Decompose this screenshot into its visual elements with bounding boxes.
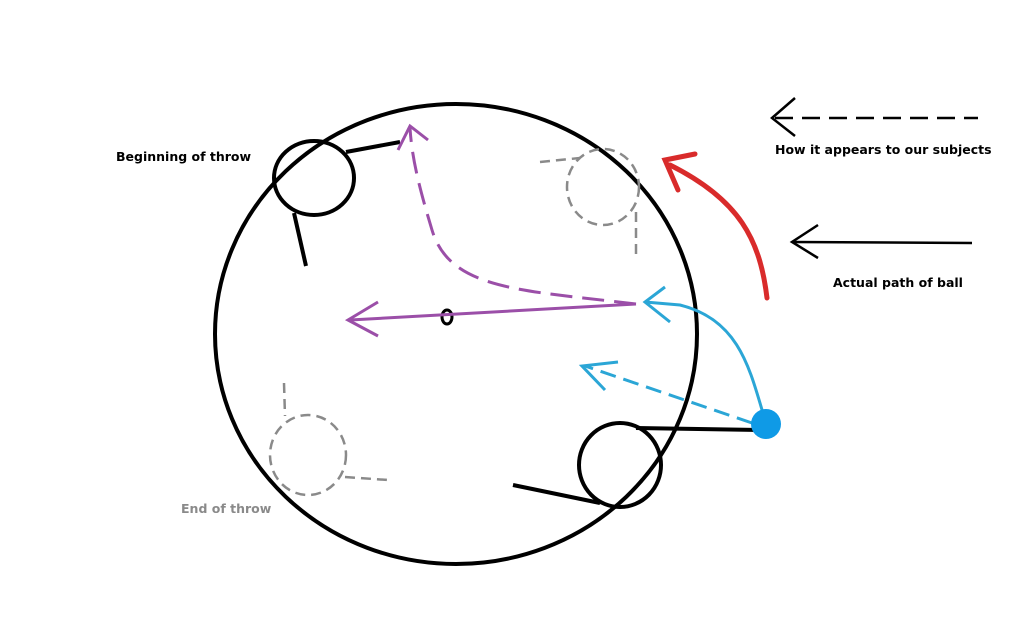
label-beginning-of-throw: Beginning of throw	[116, 149, 252, 164]
blue-paths	[578, 285, 767, 425]
catcher-start-ghost	[539, 147, 641, 255]
legend-apparent-path: How it appears to our subjects	[775, 142, 992, 157]
center-pivot	[440, 308, 454, 326]
label-end-of-throw: End of throw	[181, 501, 272, 516]
legend-dashed-arrow-icon	[770, 97, 978, 137]
red-actual-path	[661, 151, 770, 301]
rotating-platform	[213, 102, 699, 566]
purple-apparent-path	[344, 123, 637, 338]
ball	[751, 409, 781, 439]
catcher	[512, 421, 761, 509]
legend-actual-path: Actual path of ball	[833, 275, 963, 290]
thrower-start	[272, 139, 401, 267]
thrower-end-ghost	[268, 382, 389, 497]
legend-solid-arrow-icon	[789, 223, 973, 260]
